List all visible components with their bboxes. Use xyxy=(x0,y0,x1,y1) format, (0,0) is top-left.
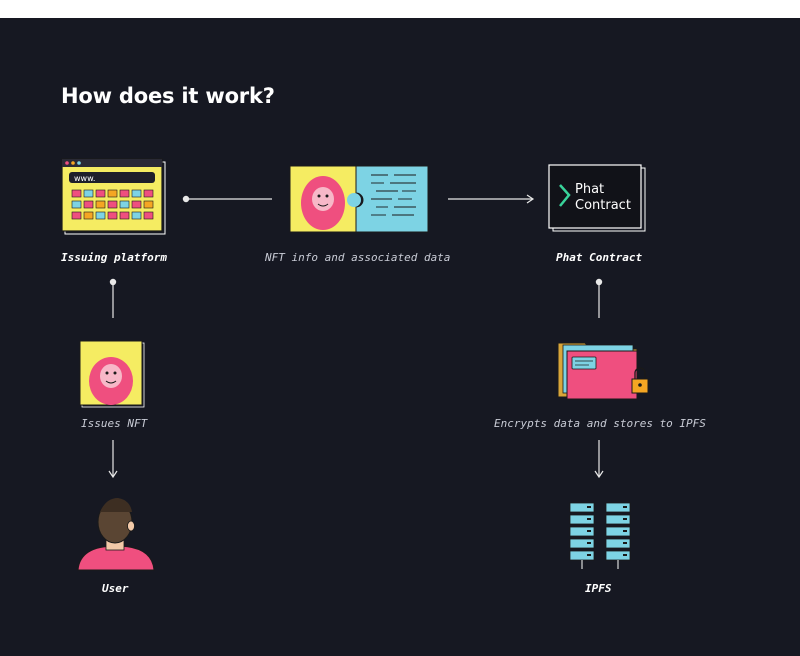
ipfs-server-icon xyxy=(569,502,631,569)
encrypts-label: Encrypts data and stores to IPFS xyxy=(494,417,706,430)
issuing-platform-label: Issuing platform xyxy=(61,251,167,264)
app-grid xyxy=(71,189,154,220)
svg-text:Contract: Contract xyxy=(575,198,631,213)
lock-icon xyxy=(631,367,649,394)
issues-nft-label: Issues NFT xyxy=(81,417,148,430)
phat-contract-logo: Phat Contract xyxy=(548,164,646,232)
monkey-illustration xyxy=(301,176,345,230)
nft-puzzle-icon xyxy=(289,165,429,233)
user-label: User xyxy=(102,582,129,595)
nft-info-label: NFT info and associated data xyxy=(265,251,451,264)
arrow-head xyxy=(594,470,604,479)
user-avatar-icon xyxy=(77,498,155,571)
page-title: How does it work? xyxy=(61,84,275,108)
svg-text:Phat: Phat xyxy=(575,182,604,197)
encrypted-folder-icon xyxy=(557,342,649,400)
document-scribbles xyxy=(371,174,416,216)
url-text: www. xyxy=(74,174,95,183)
ipfs-label: IPFS xyxy=(585,582,612,595)
phat-contract-label: Phat Contract xyxy=(556,251,643,264)
arrow-head xyxy=(108,470,118,479)
browser-window-icon: www. xyxy=(61,158,166,235)
chevron-logo-icon xyxy=(559,184,571,207)
arrow-head xyxy=(526,194,535,204)
nft-monkey-icon xyxy=(79,340,145,408)
